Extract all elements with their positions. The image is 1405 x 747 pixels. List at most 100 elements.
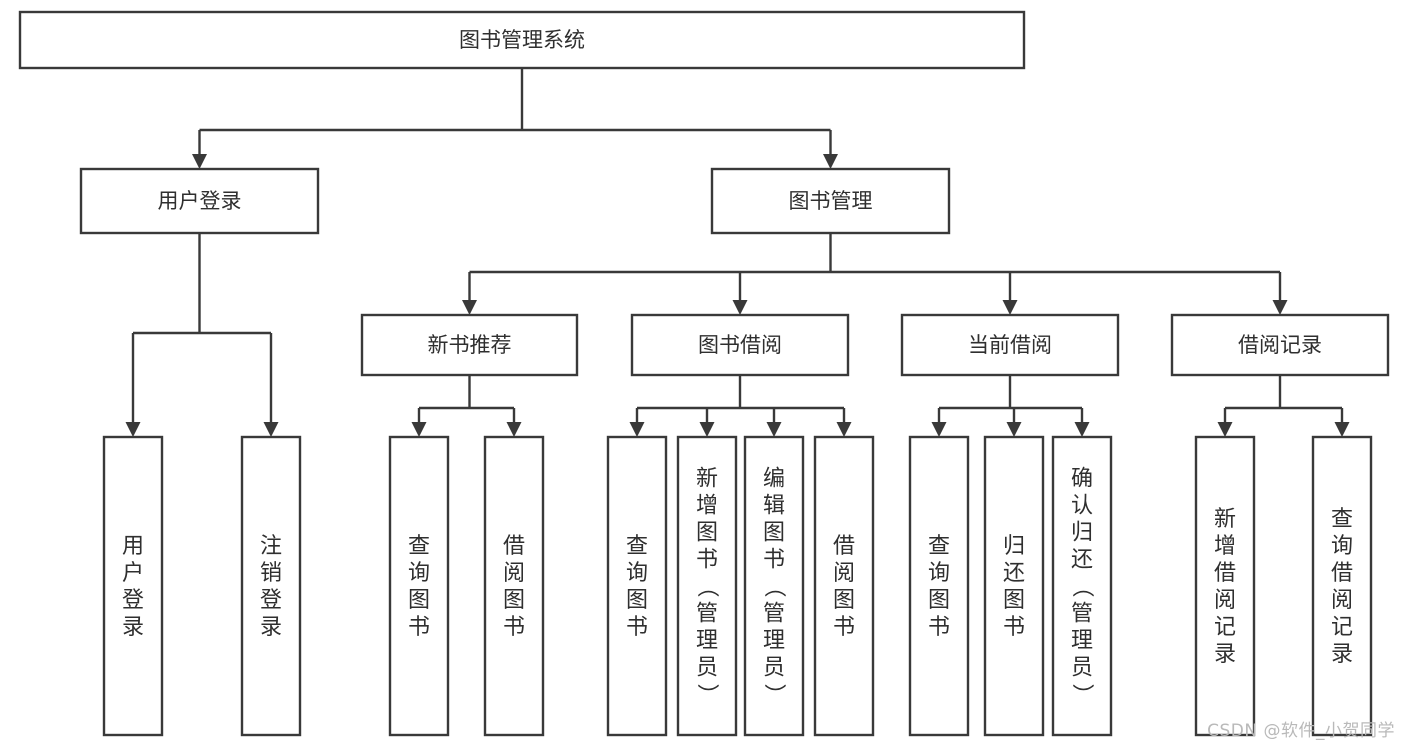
node-label-char: 员	[1071, 656, 1093, 681]
node-label: 图书管理系统	[459, 28, 585, 52]
node-box	[813, 435, 875, 737]
node-label-char: 还	[1003, 561, 1025, 586]
node-label-char: 编	[763, 467, 785, 492]
arrow-head-icon	[1002, 300, 1018, 315]
node-label-char: ）	[1069, 684, 1094, 706]
node-label-char: 新	[1214, 507, 1236, 532]
node-label-char: 书	[626, 615, 648, 640]
node-label-char: 书	[833, 615, 855, 640]
node-box	[1194, 435, 1256, 737]
node-box	[630, 313, 850, 377]
node-label-char: 注	[260, 534, 282, 559]
node-label-char: 销	[260, 561, 282, 586]
node-box	[1170, 313, 1390, 377]
node-label-char: 归	[1071, 521, 1093, 546]
node-label-char: 户	[122, 561, 144, 586]
arrow-head-icon	[1272, 300, 1288, 315]
node-label-char: 书	[1003, 615, 1025, 640]
node-newbook[interactable]: 新书推荐	[360, 313, 579, 377]
node-borrow[interactable]: 图书借阅	[630, 313, 850, 377]
node-label-char: 管	[1071, 602, 1093, 627]
node-leaf-user-login[interactable]: 用户登录	[102, 435, 164, 737]
watermark-text: CSDN @软件_小贺同学	[1207, 721, 1395, 741]
node-label-char: 询	[928, 561, 950, 586]
node-label-char: 查	[408, 534, 430, 559]
node-label: 借阅记录	[1238, 333, 1322, 357]
node-label-char: 管	[763, 602, 785, 627]
node-label-char: 询	[408, 561, 430, 586]
node-label-char: （	[1069, 576, 1094, 598]
arrow-head-icon	[836, 422, 852, 437]
node-current[interactable]: 当前借阅	[900, 313, 1120, 377]
node-label: 新书推荐	[428, 333, 512, 357]
node-login[interactable]: 用户登录	[79, 167, 320, 235]
node-label-char: 图	[833, 588, 855, 613]
node-label-char: 图	[626, 588, 648, 613]
node-label: 当前借阅	[968, 333, 1052, 357]
node-label-char: 新	[696, 467, 718, 492]
node-label-char: 阅	[1214, 588, 1236, 613]
arrow-head-icon	[931, 422, 947, 437]
arrow-head-icon	[263, 422, 279, 437]
node-root[interactable]: 图书管理系统	[18, 10, 1026, 70]
arrow-head-icon	[766, 422, 782, 437]
node-box	[676, 435, 738, 737]
node-label-char: 记	[1214, 615, 1236, 640]
node-label-char: 查	[626, 534, 648, 559]
node-box	[743, 435, 805, 737]
node-label-char: 借	[503, 534, 525, 559]
node-label-char: ）	[761, 684, 786, 706]
node-label-char: 查	[1331, 507, 1353, 532]
diagram-nodes: 图书管理系统用户登录图书管理新书推荐图书借阅当前借阅借阅记录用户登录注销登录查询…	[18, 10, 1390, 737]
arrow-head-icon	[629, 422, 645, 437]
node-label-char: 书	[928, 615, 950, 640]
arrow-head-icon	[411, 422, 427, 437]
node-box	[983, 435, 1045, 737]
node-label-char: 阅	[1331, 588, 1353, 613]
node-label-char: 阅	[503, 561, 525, 586]
node-label-char: 管	[696, 602, 718, 627]
node-label-char: 询	[626, 561, 648, 586]
node-label-char: ）	[694, 684, 719, 706]
arrow-head-icon	[1217, 422, 1233, 437]
node-label-char: 录	[122, 615, 144, 640]
arrow-head-icon	[462, 300, 477, 315]
node-label: 用户登录	[158, 189, 242, 213]
node-label: 图书管理	[789, 189, 873, 213]
node-label-char: 员	[696, 656, 718, 681]
node-label-char: （	[694, 576, 719, 598]
node-label-char: 图	[408, 588, 430, 613]
node-label-char: 登	[260, 588, 282, 613]
node-label-char: 书	[408, 615, 430, 640]
node-label-char: 借	[1331, 561, 1353, 586]
node-label-char: 还	[1071, 548, 1093, 573]
node-label-char: （	[761, 576, 786, 598]
node-box	[240, 435, 302, 737]
node-label-char: 图	[696, 521, 718, 546]
node-record[interactable]: 借阅记录	[1170, 313, 1390, 377]
arrow-head-icon	[125, 422, 141, 437]
node-label-char: 录	[260, 615, 282, 640]
node-box	[900, 313, 1120, 377]
node-label-char: 图	[763, 521, 785, 546]
node-label-char: 图	[503, 588, 525, 613]
node-label-char: 增	[696, 494, 718, 519]
node-box	[606, 435, 668, 737]
arrow-head-icon	[823, 154, 838, 169]
node-label-char: 用	[122, 534, 144, 559]
node-label-char: 录	[1331, 642, 1353, 667]
node-bookmgmt[interactable]: 图书管理	[710, 167, 951, 235]
